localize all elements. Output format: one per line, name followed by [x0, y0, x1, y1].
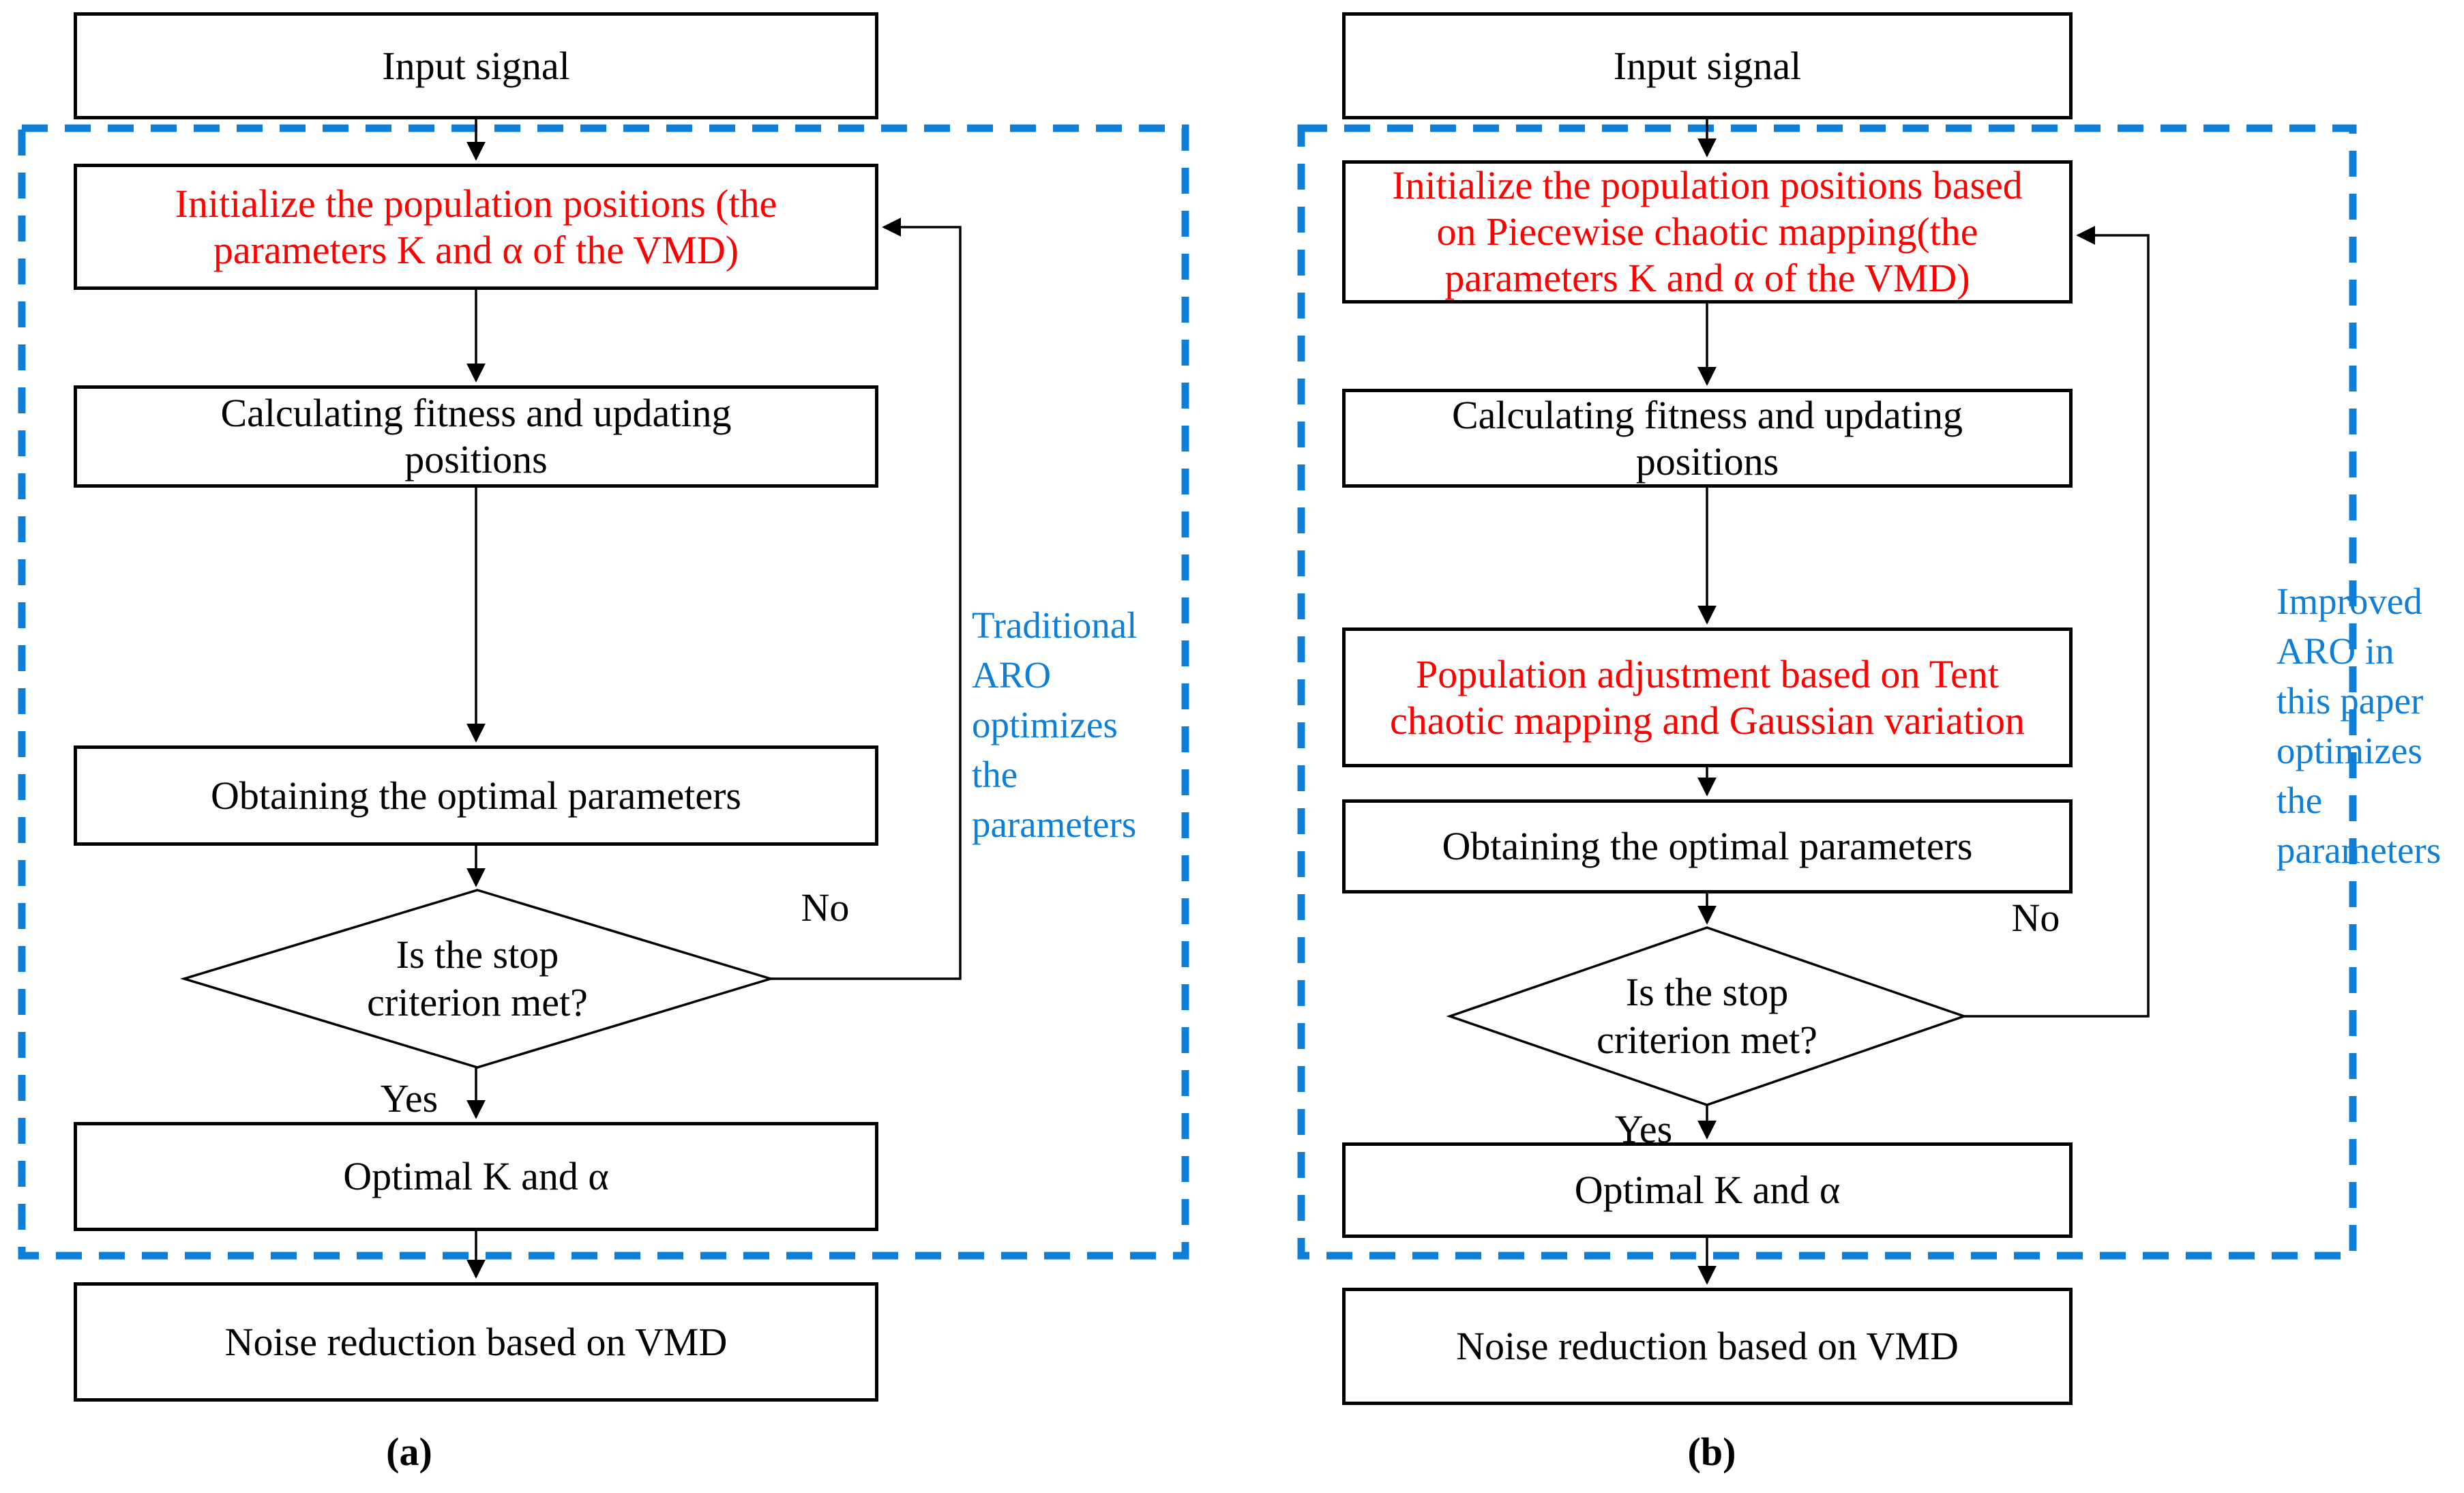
node-obtain-optimal-parameters-a: Obtaining the optimal parameters [74, 745, 878, 846]
node-optimal-k-alpha-b: Optimal K and α [1342, 1142, 2073, 1238]
decision-stop-criterion-a: Is the stop criterion met? [367, 932, 588, 1024]
subfigure-caption-b: (b) [1687, 1430, 1736, 1474]
node-initialize-population-a: Initialize the population positions (the… [74, 164, 878, 290]
node-initialize-population-b: Initialize the population positions base… [1342, 160, 2073, 304]
node-optimal-k-alpha-a: Optimal K and α [74, 1122, 878, 1231]
edge-label-yes-b: Yes [1614, 1106, 1673, 1151]
node-input-signal-a: Input signal [74, 12, 878, 119]
node-calculate-fitness-b: Calculating fitness and updating positio… [1342, 389, 2073, 488]
decision-stop-criterion-b: Is the stop criterion met? [1597, 970, 1817, 1062]
optimizer-boundary-a [18, 124, 1189, 1260]
node-population-adjustment-b: Population adjustment based on Tent chao… [1342, 627, 2073, 767]
optimizer-boundary-b [1297, 124, 2357, 1260]
side-note-improved-aro: Improved ARO in this paper optimizes the… [2276, 580, 2441, 871]
decision-diamond-a [179, 889, 775, 1069]
edge-label-yes-a: Yes [380, 1076, 439, 1121]
node-noise-reduction-a: Noise reduction based on VMD [74, 1282, 878, 1402]
side-note-traditional-aro: Traditional ARO optimizes the parameters [972, 604, 1138, 845]
decision-diamond-b [1446, 926, 1968, 1106]
subfigure-caption-a: (a) [386, 1430, 432, 1474]
node-input-signal-b: Input signal [1342, 12, 2073, 119]
node-calculate-fitness-a: Calculating fitness and updating positio… [74, 385, 878, 488]
node-noise-reduction-b: Noise reduction based on VMD [1342, 1288, 2073, 1405]
loop-arrow-no [1964, 226, 2150, 1018]
node-obtain-optimal-parameters-b: Obtaining the optimal parameters [1342, 799, 2073, 893]
edge-label-no-a: No [801, 885, 850, 930]
edge-label-no-b: No [2011, 895, 2060, 940]
loop-arrow-no [771, 218, 962, 980]
